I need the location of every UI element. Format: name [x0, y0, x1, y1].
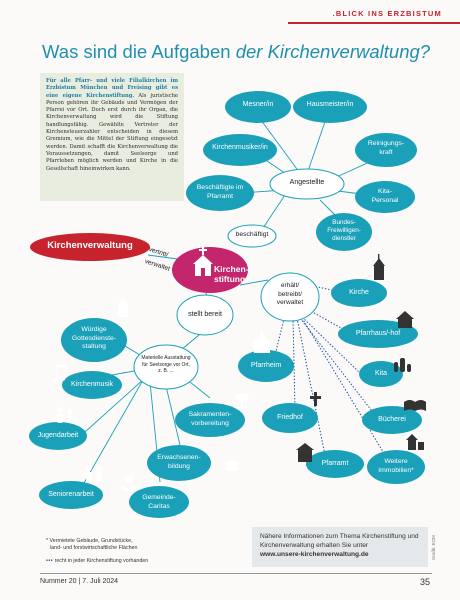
sacrament-icon — [235, 394, 249, 409]
footnote-line-3: recht in jeder Kirchenstiftung vorhanden — [54, 558, 149, 564]
building-bubbles — [238, 279, 425, 484]
footnote-line-2: land- und forstwirtschaftliche Flächen — [50, 544, 138, 551]
education-icon — [224, 460, 240, 471]
pfarramt-icon — [296, 443, 314, 462]
jugendarbeit-bubble — [29, 422, 87, 450]
intro-body: Als juristische Person gehören ihr Gebäu… — [46, 92, 178, 172]
title-part-2: der Kirchenverwaltung? — [235, 41, 431, 62]
intro-box: Für alle Pfarr- und viele Filialkirchen … — [40, 73, 184, 201]
caritas-bubble — [129, 486, 189, 518]
friedhof-icon — [310, 392, 321, 406]
beschaeftigt-bubble — [227, 224, 277, 248]
section-label: .BLICK INS ERZBISTUM — [332, 9, 442, 18]
title-part-1: Was sind die Aufgaben — [42, 41, 236, 62]
sakramente-bubble — [175, 403, 245, 437]
pfarrheim-bubble — [238, 350, 294, 382]
senior-icon — [86, 465, 102, 482]
footer-rule — [40, 573, 432, 574]
page-title: Was sind die Aufgaben der Kirchenverwalt… — [42, 41, 430, 63]
kita-bubble — [359, 361, 403, 387]
pfarrhaus-icon — [396, 311, 414, 328]
stellt-bereit-bubble — [176, 294, 234, 336]
page-number: 35 — [419, 577, 430, 587]
gottesdienst-icon — [118, 299, 128, 317]
seniorenarbeit-bubble — [39, 481, 103, 509]
info-text: Nähere Informationen zum Thema Kirchenst… — [260, 533, 419, 549]
buecherei-bubble — [362, 406, 422, 434]
caritas-hands-icon — [122, 476, 136, 492]
kirchenmusiker-bubble — [203, 134, 277, 166]
music-icon — [52, 365, 67, 384]
header-rule — [288, 22, 460, 24]
intro-lead: Für alle Pfarr- und viele Filialkirchen … — [46, 78, 178, 99]
kirchenmusik-bubble — [62, 371, 122, 399]
pfarramt-staff-bubble — [186, 175, 254, 211]
footnote-dotted: ••• recht in jeder Kirchenstiftung vorha… — [46, 558, 148, 565]
immobilien-bubble — [367, 450, 425, 484]
buecherei-icon — [404, 400, 426, 411]
pfarramt-bubble — [306, 450, 364, 478]
church-door — [201, 268, 205, 276]
pastoral-bubbles — [29, 318, 245, 518]
kirchenverwaltung-bubble — [30, 233, 150, 261]
staff-bubbles — [186, 91, 417, 251]
kita-icon — [394, 358, 411, 372]
youth-icon — [57, 407, 73, 423]
kirche-bubble — [331, 279, 387, 307]
footnote-properties: * Vermietete Gebäude, Grundstücke, land-… — [46, 538, 137, 551]
footnote-line-1: * Vermietete Gebäude, Grundstücke, — [46, 538, 133, 544]
angestellte-bubble — [269, 168, 345, 200]
dotted-line-legend-icon: ••• — [46, 558, 54, 564]
info-url-link[interactable]: www.unsere-kirchenverwaltung.de — [260, 551, 369, 558]
materielle-bubble — [133, 344, 199, 390]
kirche-icon — [373, 254, 385, 280]
erhaelt-bubble — [260, 272, 320, 322]
graphic-credit: Grafik: EOM — [431, 535, 436, 560]
info-box: Nähere Informationen zum Thema Kirchenst… — [252, 527, 428, 567]
kita-personal-bubble — [355, 181, 415, 213]
mesner-bubble — [225, 91, 291, 123]
bfd-bubble — [316, 213, 372, 251]
erwachsenen-bubble — [147, 445, 211, 481]
issue-info: Nummer 20 | 7. Juli 2024 — [40, 578, 119, 585]
friedhof-bubble — [262, 403, 318, 433]
gottesdienste-bubble — [61, 318, 127, 362]
reinigung-bubble — [355, 133, 417, 167]
immobilien-icon — [406, 434, 424, 450]
hausmeister-bubble — [293, 91, 367, 123]
pfarrheim-icon — [252, 330, 272, 353]
